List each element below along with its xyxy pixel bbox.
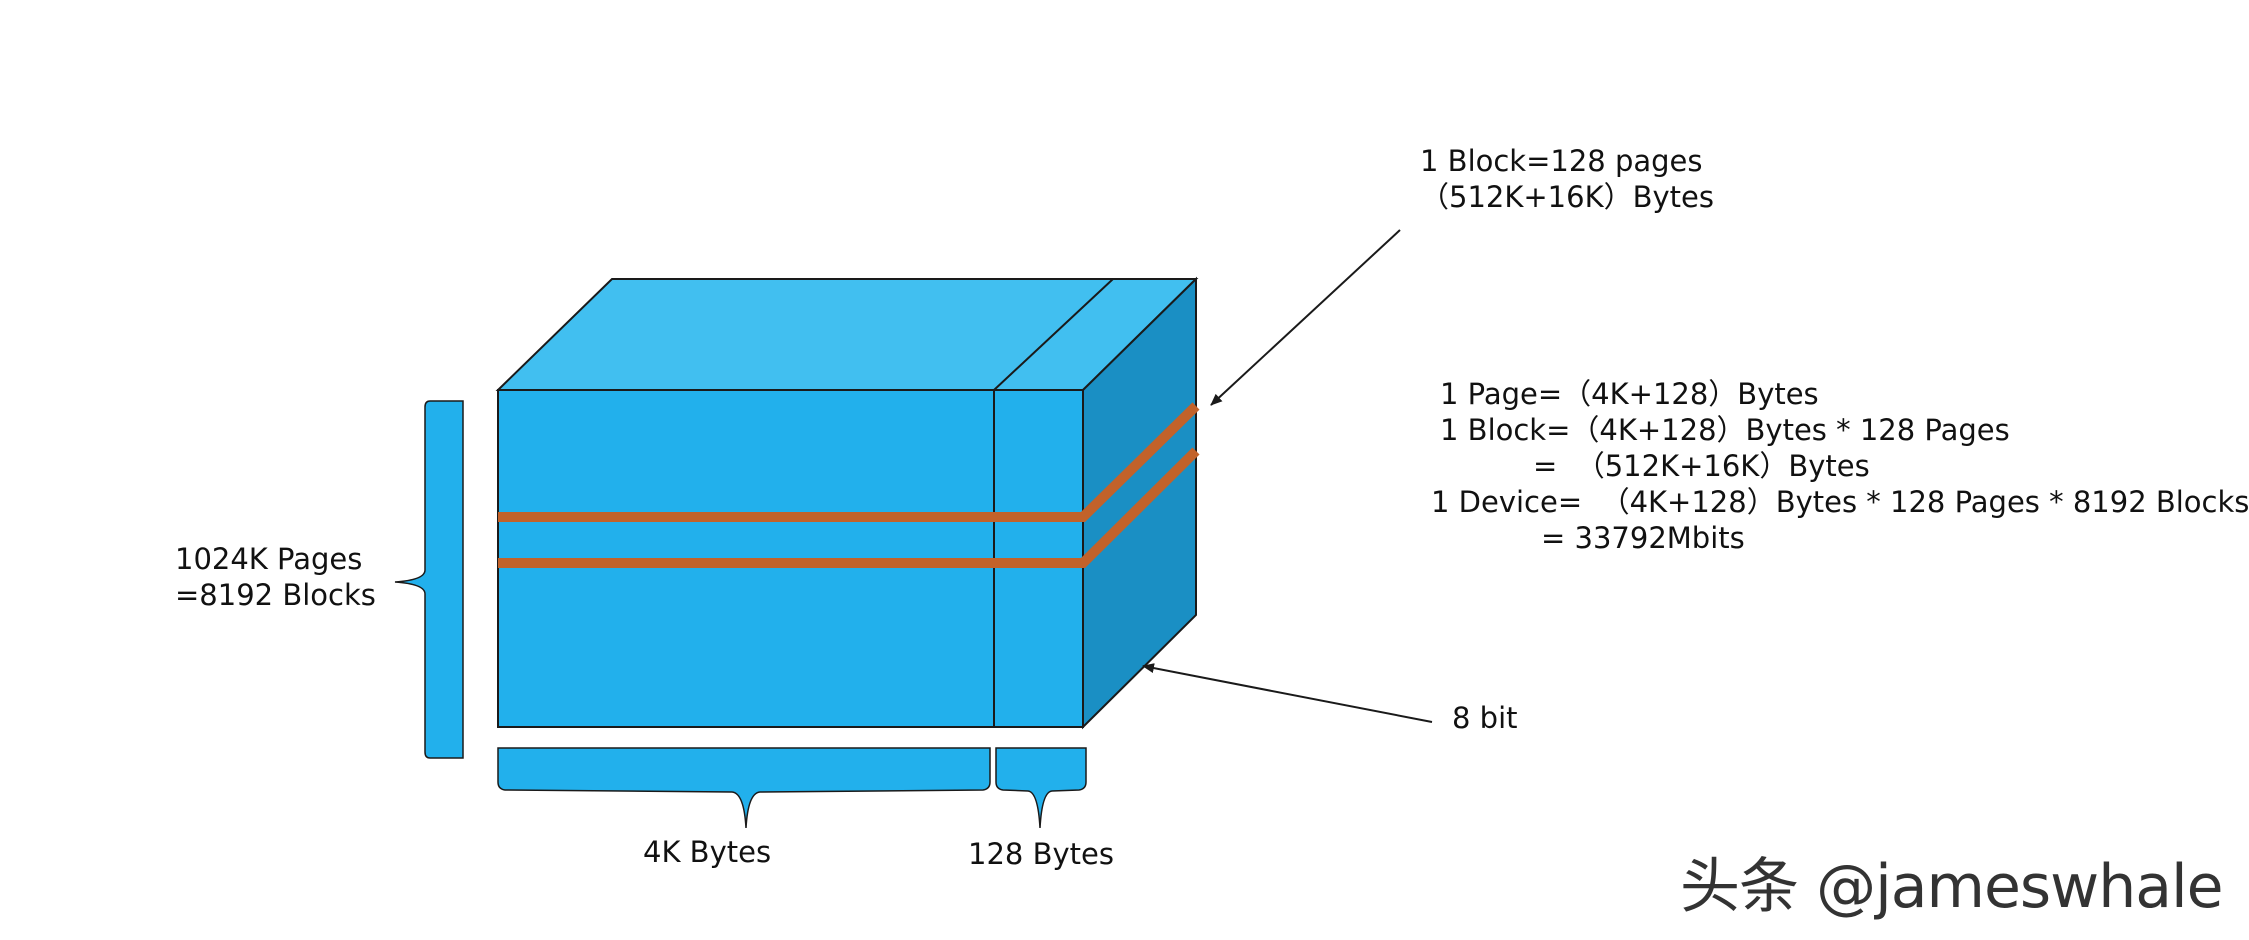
height-label-pages: 1024K Pages [175, 542, 363, 576]
block-title-line2: （512K+16K）Bytes [1420, 180, 1714, 214]
spare-width-brace [995, 747, 1087, 829]
width-label-data: 4K Bytes [643, 835, 772, 869]
depth-arrow [1142, 663, 1433, 723]
formula-device: 1 Device= （4K+128）Bytes * 128 Pages * 81… [1431, 485, 2249, 519]
width-label-spare: 128 Bytes [968, 837, 1114, 871]
formula-block: 1 Block=（4K+128）Bytes * 128 Pages [1440, 413, 2010, 447]
height-label-blocks: =8192 Blocks [175, 578, 376, 612]
cube-top-face [495, 278, 1199, 391]
formula-device-result: = 33792Mbits [1541, 521, 1745, 555]
page-stripe-2 [498, 447, 1200, 568]
formula-block-result: = （512K+16K）Bytes [1533, 449, 1870, 483]
height-brace [394, 400, 464, 759]
block-arrow [1210, 229, 1401, 406]
data-width-brace [497, 747, 991, 829]
page-stripe-1 [498, 402, 1200, 522]
formula-page: 1 Page=（4K+128）Bytes [1440, 377, 1819, 411]
top-face-divider [993, 278, 1114, 391]
watermark-text: 头条 @jameswhale [1680, 852, 2224, 922]
depth-label: 8 bit [1452, 701, 1518, 735]
block-title-line1: 1 Block=128 pages [1420, 144, 1703, 178]
